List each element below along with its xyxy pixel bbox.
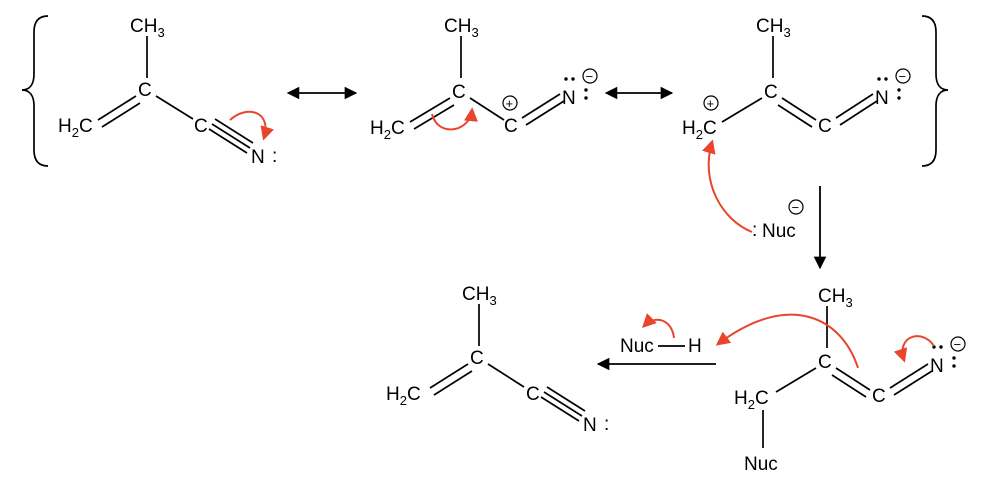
methyl-label: CH3 <box>462 284 497 308</box>
central-carbon: C <box>818 352 832 373</box>
lone-pair-dot <box>952 356 956 360</box>
methyl-label: CH3 <box>444 16 479 40</box>
central-carbon: C <box>138 80 152 101</box>
imine-bond-b <box>525 100 565 126</box>
central-carbon: C <box>470 348 484 369</box>
triple-bond-1 <box>543 391 583 417</box>
methyl-label: CH3 <box>130 16 165 40</box>
resonance-form-1-nitrile: CH3 C H2C C N : <box>58 16 277 168</box>
triple-bond-3 <box>540 396 580 422</box>
nuc-lone-pair: : <box>752 220 757 241</box>
lone-pair-dot <box>571 77 575 81</box>
ketenimine-carbon: C <box>818 116 832 137</box>
lone-pair-dot <box>939 345 943 349</box>
nuc-h-acid: Nuc H <box>620 313 702 357</box>
triple-bond-1 <box>211 123 251 149</box>
nitrogen: N <box>583 415 597 436</box>
curved-arrow-n-lone-pair <box>893 335 935 363</box>
ch2-label: H2C <box>386 384 421 408</box>
intermediate-ketenimine-anion: CH3 C H2C Nuc C N − <box>715 286 966 475</box>
curved-arrow-nuc-attack <box>702 139 753 233</box>
imine-bond-a <box>889 363 929 389</box>
bond-double-a <box>781 97 817 121</box>
nuc-label: Nuc <box>744 454 778 475</box>
bond-double-b <box>831 374 867 398</box>
plus-charge: + <box>703 95 719 111</box>
imine-bond-a <box>521 93 561 119</box>
bond-double-b <box>433 370 473 396</box>
ch2-label: H2C <box>58 116 93 140</box>
nitrile-carbon: C <box>526 384 540 405</box>
curved-arrow-1 <box>229 110 274 141</box>
bond-double-a <box>429 363 469 389</box>
lone-pair: : <box>272 146 277 167</box>
lone-pair-dot <box>897 96 901 100</box>
bond-double-b <box>101 102 141 128</box>
bond-double-a <box>97 95 137 121</box>
hydrogen-label: H <box>688 336 702 357</box>
curved-arrow-deprotonation <box>715 313 859 369</box>
central-carbon: C <box>452 82 466 103</box>
triple-bond-2 <box>546 386 586 412</box>
lone-pair-dot <box>952 364 956 368</box>
minus-charge: − <box>582 68 598 84</box>
product-nitrile: CH3 C H2C C N : <box>386 284 609 436</box>
resonance-form-2-nitrilium-cation: CH3 C H2C C + N − <box>370 16 598 142</box>
bond-ch2 <box>721 97 763 123</box>
lone-pair-dot <box>584 96 588 100</box>
lone-pair-dot <box>584 88 588 92</box>
svg-text:−: − <box>954 337 962 352</box>
curved-arrow-nuc-h <box>642 313 675 339</box>
minus-charge: − <box>950 336 966 352</box>
cationic-carbon: C <box>504 116 518 137</box>
nitrile-carbon: C <box>194 116 208 137</box>
lone-pair: : <box>604 414 609 435</box>
minus-charge: − <box>895 68 911 84</box>
plus-charge: + <box>502 95 518 111</box>
central-carbon: C <box>764 82 778 103</box>
lone-pair-dot <box>897 88 901 92</box>
bond-double-a <box>409 97 451 123</box>
methyl-label: CH3 <box>818 286 853 310</box>
svg-text:−: − <box>792 200 800 215</box>
ketenimine-carbon: C <box>872 386 886 407</box>
lone-pair-dot <box>884 77 888 81</box>
triple-bond-2 <box>214 118 254 144</box>
svg-text:+: + <box>707 96 715 111</box>
imine-bond-b <box>893 370 933 396</box>
lone-pair-dot <box>564 77 568 81</box>
bond-c-cn <box>469 97 505 121</box>
minus-charge: − <box>788 199 804 215</box>
imine-bond-a <box>835 93 874 119</box>
imine-bond-b <box>839 100 878 126</box>
curved-arrow-2 <box>431 107 478 131</box>
ch2-label: H2C <box>370 118 405 142</box>
nucleophile: : Nuc − <box>702 139 804 242</box>
resonance-form-3-allyl-cation: CH3 C H2C + C N − <box>682 16 911 142</box>
nitrogen: N <box>251 147 265 168</box>
svg-text:+: + <box>506 96 514 111</box>
nuc-label: Nuc <box>762 221 796 242</box>
nitrogen: N <box>562 88 576 109</box>
nuc-label: Nuc <box>620 336 654 357</box>
ch2-label: H2C <box>682 118 717 142</box>
bond-c-cn <box>155 95 194 120</box>
bond-c-cn <box>487 363 525 388</box>
nitrogen: N <box>930 356 944 377</box>
svg-text:−: − <box>899 69 907 84</box>
resonance-bracket-right <box>921 15 949 167</box>
svg-text:−: − <box>586 69 594 84</box>
bond-double-b <box>777 104 813 128</box>
nitrogen: N <box>875 88 889 109</box>
bond-ch2 <box>775 367 817 393</box>
triple-bond-3 <box>208 128 248 154</box>
bond-double-a <box>835 367 871 391</box>
lone-pair-dot <box>877 77 881 81</box>
ch2-label: H2C <box>734 388 769 412</box>
methyl-label: CH3 <box>756 16 791 40</box>
resonance-bracket-left <box>21 15 49 167</box>
